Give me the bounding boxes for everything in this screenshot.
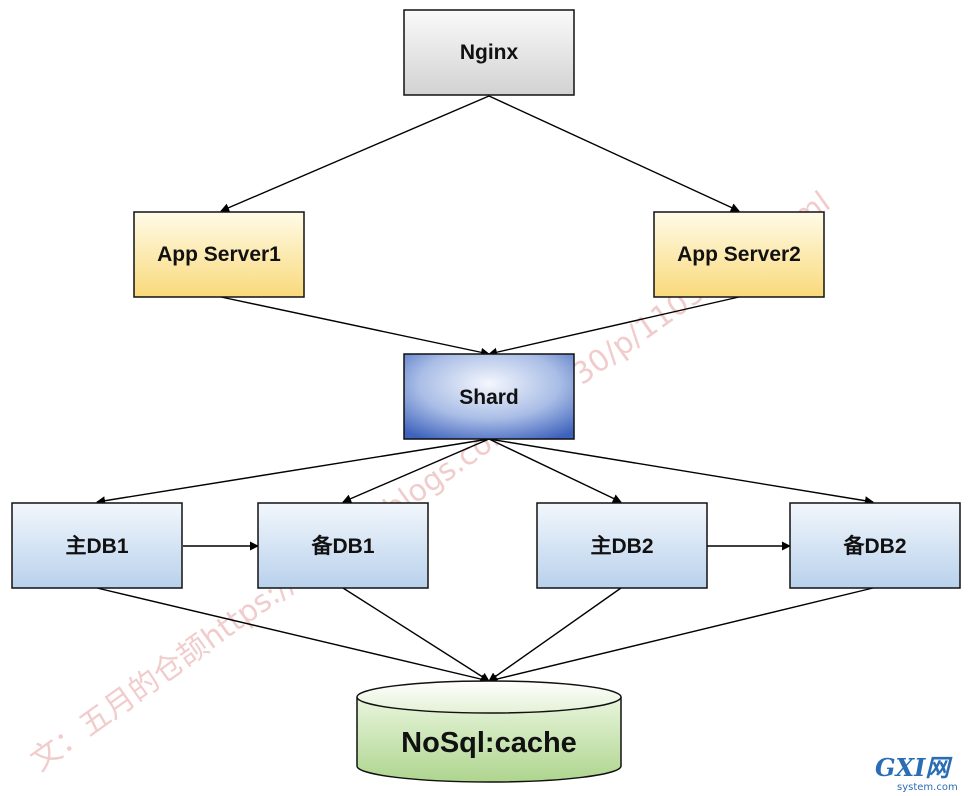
edge-shard-master1 xyxy=(96,438,490,506)
edge-master1-cache xyxy=(96,587,490,684)
node-cache: NoSql:cache xyxy=(356,680,622,783)
node-backup-db-2: 备DB2 xyxy=(789,502,961,589)
node-shard-box xyxy=(403,353,575,440)
node-master-db-1: 主DB1 xyxy=(11,502,183,589)
edge-app2-shard xyxy=(488,296,740,357)
node-app-server-1: App Server1 xyxy=(133,211,305,298)
edge-shard-backup1 xyxy=(342,438,490,503)
edge-backup2-cache xyxy=(488,587,874,684)
node-nginx-label: Nginx xyxy=(460,41,519,64)
edge-shard-backup2 xyxy=(488,438,874,506)
node-master-db-2-label: 主DB2 xyxy=(590,535,653,558)
node-app-server-1-box xyxy=(133,211,305,298)
edge-app1-shard xyxy=(220,296,490,357)
edge-nginx-app1 xyxy=(220,95,490,212)
node-nginx: Nginx xyxy=(403,9,575,96)
node-app-server-1-label: App Server1 xyxy=(157,243,281,266)
node-shard: Shard xyxy=(403,353,575,440)
site-logo-domain: system.com xyxy=(897,782,958,793)
node-backup-db-2-label: 备DB2 xyxy=(842,534,906,558)
edge-master2-cache xyxy=(488,587,622,682)
node-master-db-1-label: 主DB1 xyxy=(65,535,128,558)
node-master-db-2-box xyxy=(536,502,708,589)
node-backup-db-1: 备DB1 xyxy=(257,502,429,589)
node-nginx-box xyxy=(403,9,575,96)
node-app-server-2: App Server2 xyxy=(653,211,825,298)
node-master-db-1-box xyxy=(11,502,183,589)
node-cache-label: NoSql:cache xyxy=(401,727,577,759)
node-backup-db-1-box xyxy=(257,502,429,589)
node-cache-top xyxy=(356,680,622,714)
node-app-server-2-box xyxy=(653,211,825,298)
edge-backup1-cache xyxy=(342,587,490,682)
site-logo-name: GXI网 xyxy=(875,753,953,782)
node-backup-db-2-box xyxy=(789,502,961,589)
edge-nginx-app2 xyxy=(488,95,740,212)
node-shard-label: Shard xyxy=(459,386,519,409)
node-master-db-2: 主DB2 xyxy=(536,502,708,589)
edge-shard-master2 xyxy=(488,438,622,503)
connectors xyxy=(96,95,874,684)
node-cache-body xyxy=(356,697,622,783)
site-logo: GXI网 system.com xyxy=(875,753,958,793)
node-app-server-2-label: App Server2 xyxy=(677,243,801,266)
node-backup-db-1-label: 备DB1 xyxy=(310,534,374,558)
